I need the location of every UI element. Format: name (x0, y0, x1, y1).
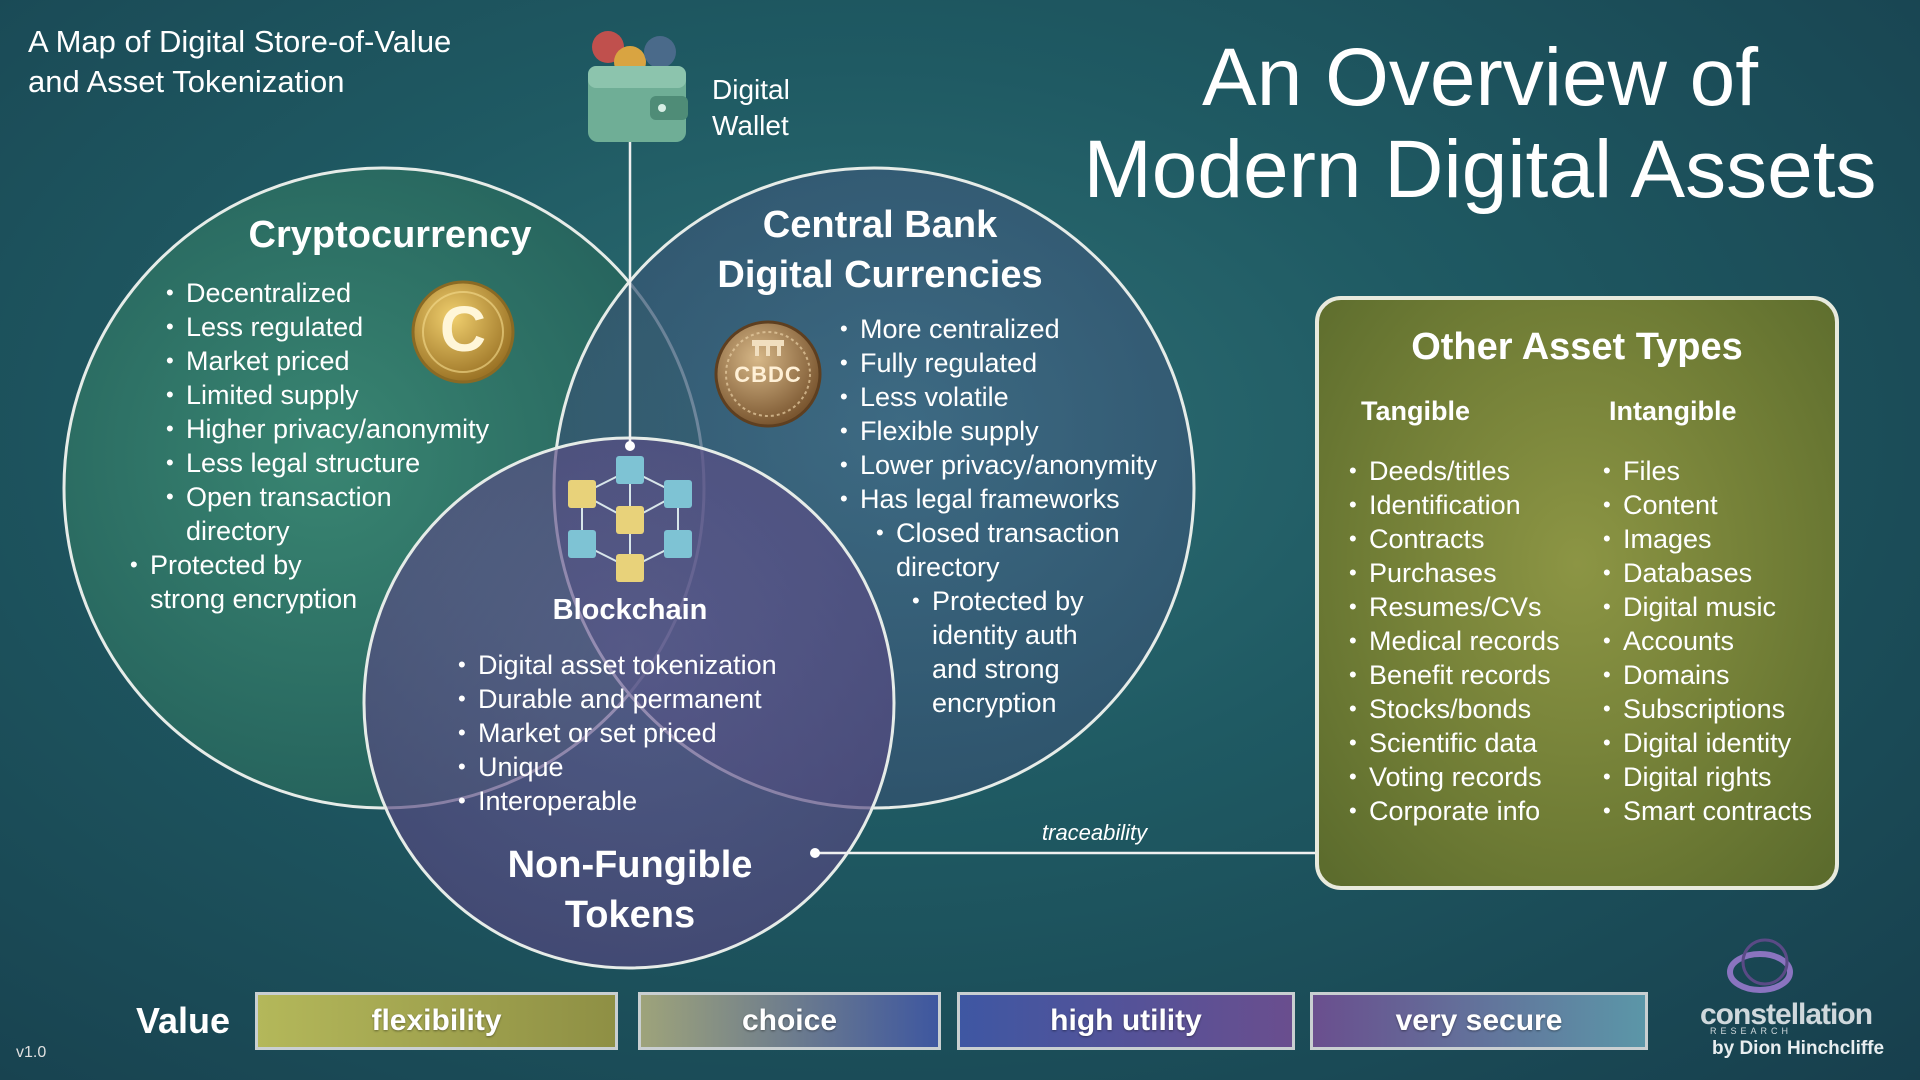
list-item: Higher privacy/anonymity (166, 412, 489, 446)
list-item: Benefit records (1349, 658, 1560, 692)
title-line-2: Modern Digital Assets (1083, 124, 1877, 215)
traceability-label: traceability (1042, 820, 1148, 845)
list-item: More centralized (840, 312, 1157, 346)
blockchain-cubes (568, 456, 692, 582)
wallet-label: Digital Wallet (712, 72, 790, 144)
list-item: Digital asset tokenization (458, 648, 777, 682)
wallet-connector-dot-bottom (625, 441, 635, 451)
list-item: Corporate info (1349, 794, 1560, 828)
list-item: Images (1603, 522, 1812, 556)
list-item: Digital identity (1603, 726, 1812, 760)
brand-name: constellation (1700, 998, 1873, 1031)
nft-title-line-2: Tokens (564, 894, 696, 936)
list-item-continuation: directory (186, 516, 290, 546)
traceability-dot-left (810, 848, 820, 858)
cbdc-title: Central Bank Digital Currencies (680, 200, 1080, 300)
list-item: Databases (1603, 556, 1812, 590)
value-scale-label: Value (136, 1000, 231, 1041)
list-item: Has legal frameworks (840, 482, 1157, 516)
list-item: Domains (1603, 658, 1812, 692)
list-item: Unique (458, 750, 777, 784)
list-item-continuation: directory (896, 552, 1000, 582)
list-item: Interoperable (458, 784, 777, 818)
list-item: Deeds/titles (1349, 454, 1560, 488)
list-item: Fully regulated (840, 346, 1157, 380)
author-byline: by Dion Hinchcliffe (1712, 1038, 1885, 1059)
list-item-continuation: identity auth (932, 620, 1078, 650)
subtitle-line-2: and Asset Tokenization (28, 64, 345, 99)
list-item: Subscriptions (1603, 692, 1812, 726)
cbdc-coin-icon (714, 320, 822, 428)
diagram-subtitle: A Map of Digital Store-of-Value and Asse… (28, 22, 451, 102)
list-item: Less regulated (166, 310, 489, 344)
blockchain-label: Blockchain (552, 594, 708, 626)
value-bar-very-secure-fill (1310, 992, 1648, 1050)
list-item: Decentralized (166, 276, 489, 310)
list-item: Scientific data (1349, 726, 1560, 760)
nft-title: Non-Fungible Tokens (460, 840, 800, 940)
value-bar-high-utility-fill (957, 992, 1295, 1050)
list-item: Digital rights (1603, 760, 1812, 794)
list-item: Content (1603, 488, 1812, 522)
list-item: Protected by (130, 548, 489, 582)
page-title: An Overview of Modern Digital Assets (1040, 32, 1920, 216)
list-item: Stocks/bonds (1349, 692, 1560, 726)
cbdc-title-line-1: Central Bank (762, 204, 998, 246)
wallet-icon (588, 31, 688, 142)
list-item: Medical records (1349, 624, 1560, 658)
other-asset-types-panel: Other Asset Types Tangible Intangible De… (1315, 296, 1839, 890)
value-bar-high-utility: high utility (957, 992, 1295, 1050)
intangible-list: Files Content Images Databases Digital m… (1603, 454, 1812, 828)
list-item: Lower privacy/anonymity (840, 448, 1157, 482)
other-asset-types-title: Other Asset Types (1411, 326, 1743, 368)
list-item: Purchases (1349, 556, 1560, 590)
value-bar-choice: choice (638, 992, 941, 1050)
blockchain-list: Digital asset tokenization Durable and p… (458, 648, 777, 818)
cbdc-list: More centralized Fully regulated Less vo… (840, 312, 1157, 720)
intangible-heading: Intangible (1609, 396, 1737, 426)
cbdc-title-line-2: Digital Currencies (717, 254, 1043, 296)
wallet-label-line-2: Wallet (712, 110, 789, 141)
tangible-list: Deeds/titles Identification Contracts Pu… (1349, 454, 1560, 828)
list-item: Resumes/CVs (1349, 590, 1560, 624)
crypto-list: Decentralized Less regulated Market pric… (130, 276, 489, 616)
list-item: Digital music (1603, 590, 1812, 624)
list-item: Voting records (1349, 760, 1560, 794)
value-bar-choice-fill (638, 992, 941, 1050)
list-item: Less volatile (840, 380, 1157, 414)
list-item: Limited supply (166, 378, 489, 412)
nft-title-line-1: Non-Fungible (507, 844, 753, 886)
list-item: Closed transaction (876, 516, 1157, 550)
list-item: Files (1603, 454, 1812, 488)
version-label: v1.0 (16, 1044, 47, 1061)
list-item-continuation: encryption (932, 688, 1057, 718)
list-item: Protected by (912, 584, 1157, 618)
subtitle-line-1: A Map of Digital Store-of-Value (28, 24, 452, 59)
list-item: Contracts (1349, 522, 1560, 556)
wallet-label-line-1: Digital (712, 74, 790, 105)
list-item: Open transaction (166, 480, 489, 514)
value-bar-very-secure: very secure (1310, 992, 1648, 1050)
list-item: Durable and permanent (458, 682, 777, 716)
brand-subtitle: RESEARCH (1710, 1026, 1793, 1036)
title-line-1: An Overview of (1202, 32, 1758, 123)
crypto-title: Cryptocurrency (248, 214, 532, 256)
list-item: Market or set priced (458, 716, 777, 750)
value-bar-flexibility: flexibility (255, 992, 618, 1050)
list-item: Smart contracts (1603, 794, 1812, 828)
tangible-heading: Tangible (1361, 396, 1471, 426)
list-item-continuation: strong encryption (150, 584, 358, 614)
list-item: Flexible supply (840, 414, 1157, 448)
list-item: Accounts (1603, 624, 1812, 658)
list-item: Less legal structure (166, 446, 489, 480)
value-bar-flexibility-fill (255, 992, 618, 1050)
list-item: Identification (1349, 488, 1560, 522)
cbdc-coin-text: CBDC (734, 362, 802, 387)
list-item-continuation: and strong (932, 654, 1060, 684)
constellation-logo-icon (1727, 938, 1793, 993)
list-item: Market priced (166, 344, 489, 378)
